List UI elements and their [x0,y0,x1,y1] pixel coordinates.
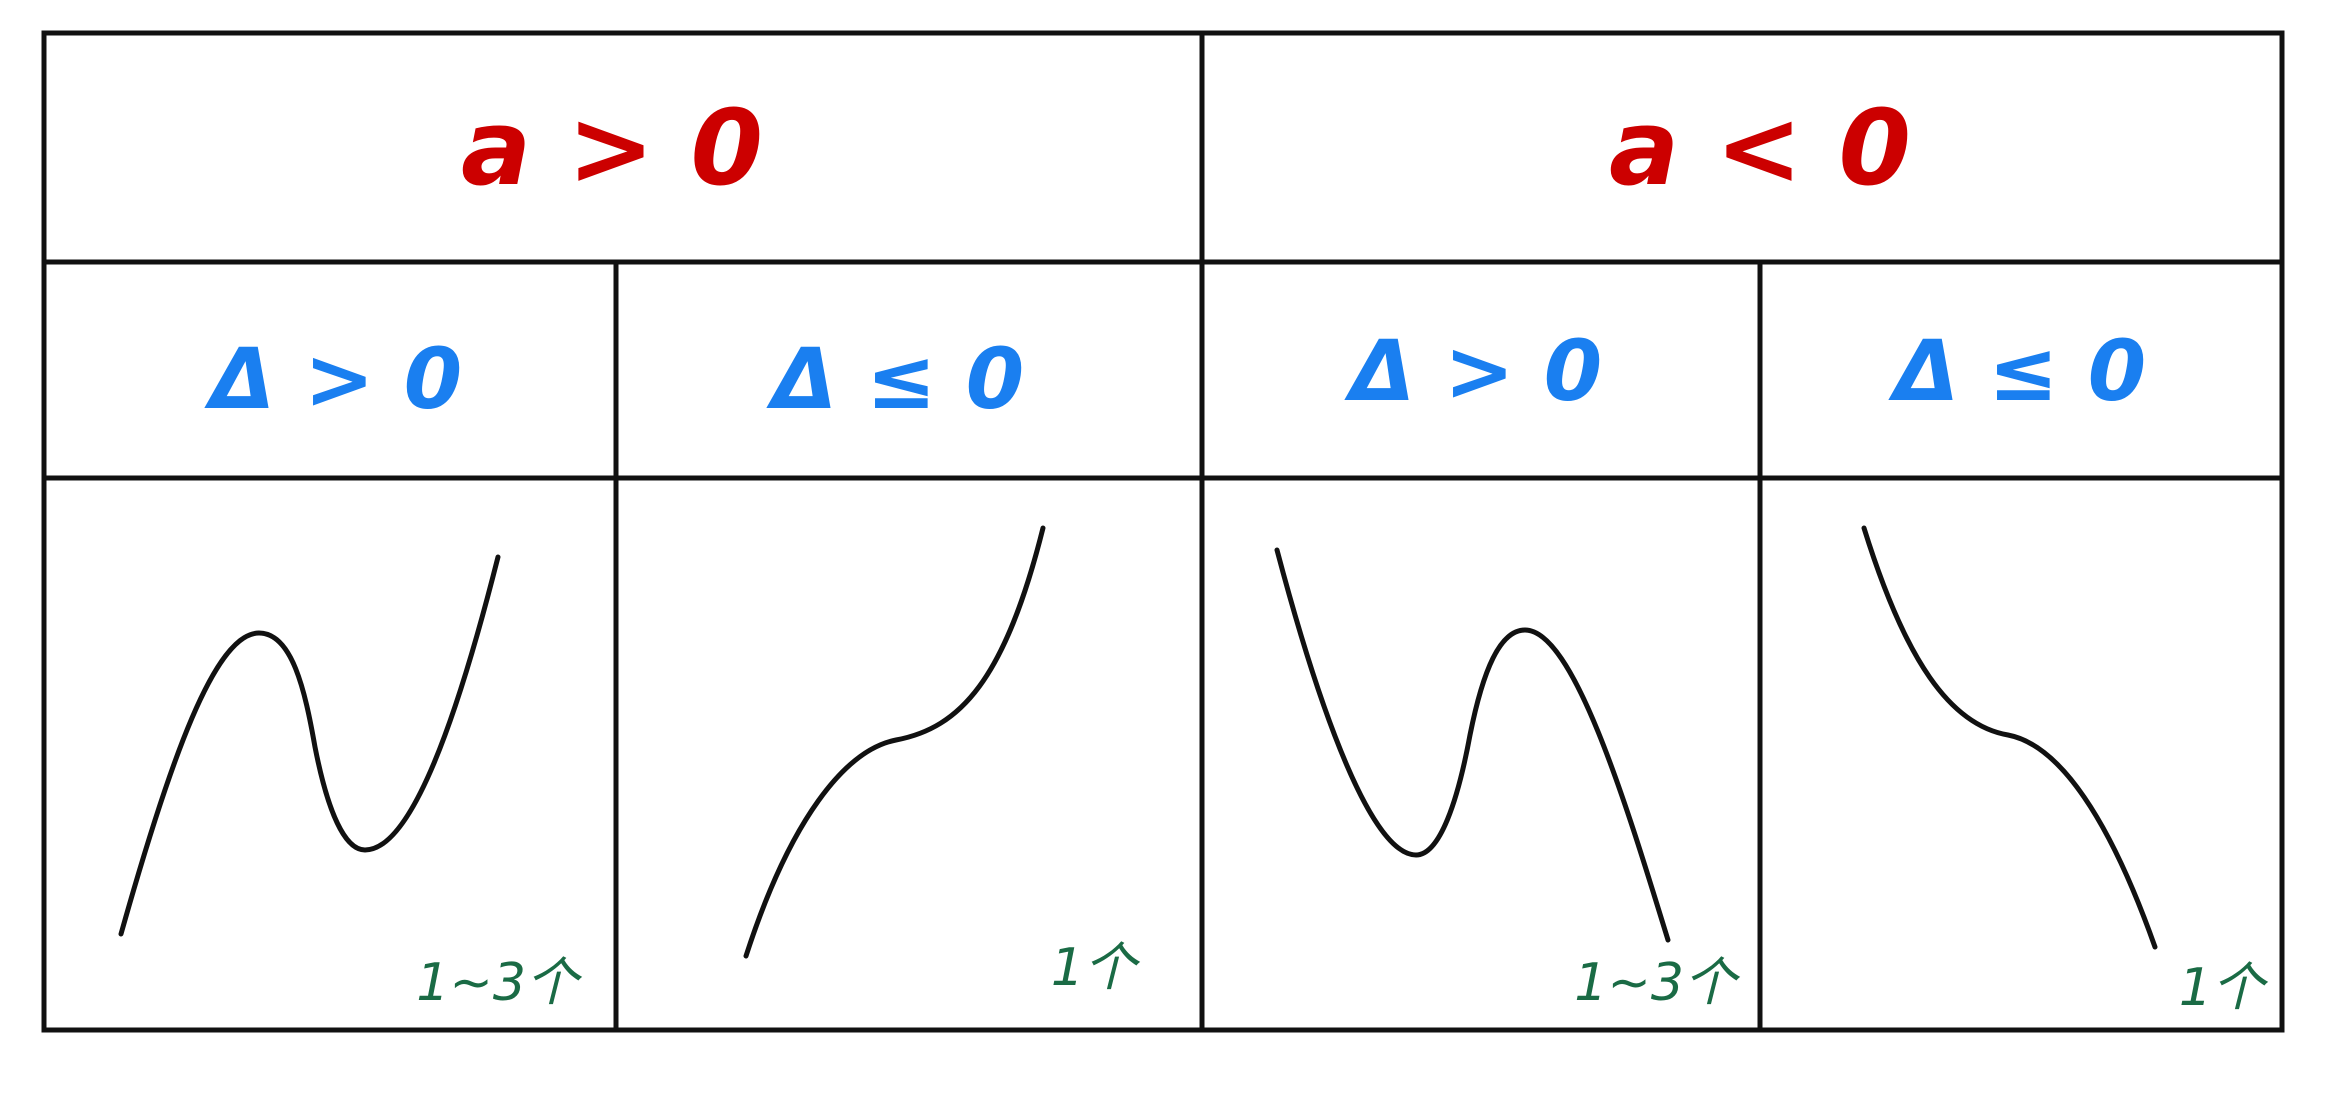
count-a-pos-delta-nonpos: 1个 [1051,938,1141,998]
table-border [41,30,2285,1033]
condition-a-pos-delta-nonpos: Δ ≤ 0 [766,330,1024,428]
count-a-pos-delta-pos: 1~3个 [416,953,583,1013]
curve-a-neg-delta-nonpos [1861,525,2158,950]
condition-a-neg-delta-nonpos: Δ ≤ 0 [1888,322,2146,420]
condition-a-neg-delta-pos: Δ > 0 [1344,322,1602,420]
curve-a-pos-delta-nonpos [743,525,1046,959]
condition-a-pos-delta-pos: Δ > 0 [204,330,462,428]
curve-a-pos-delta-pos [118,554,501,937]
header-a-negative: a < 0 [1609,87,1911,209]
curve-a-neg-delta-pos [1274,547,1671,943]
count-a-neg-delta-pos: 1~3个 [1574,953,1741,1013]
count-a-neg-delta-nonpos: 1个 [2179,958,2269,1018]
header-a-positive: a > 0 [461,87,763,209]
